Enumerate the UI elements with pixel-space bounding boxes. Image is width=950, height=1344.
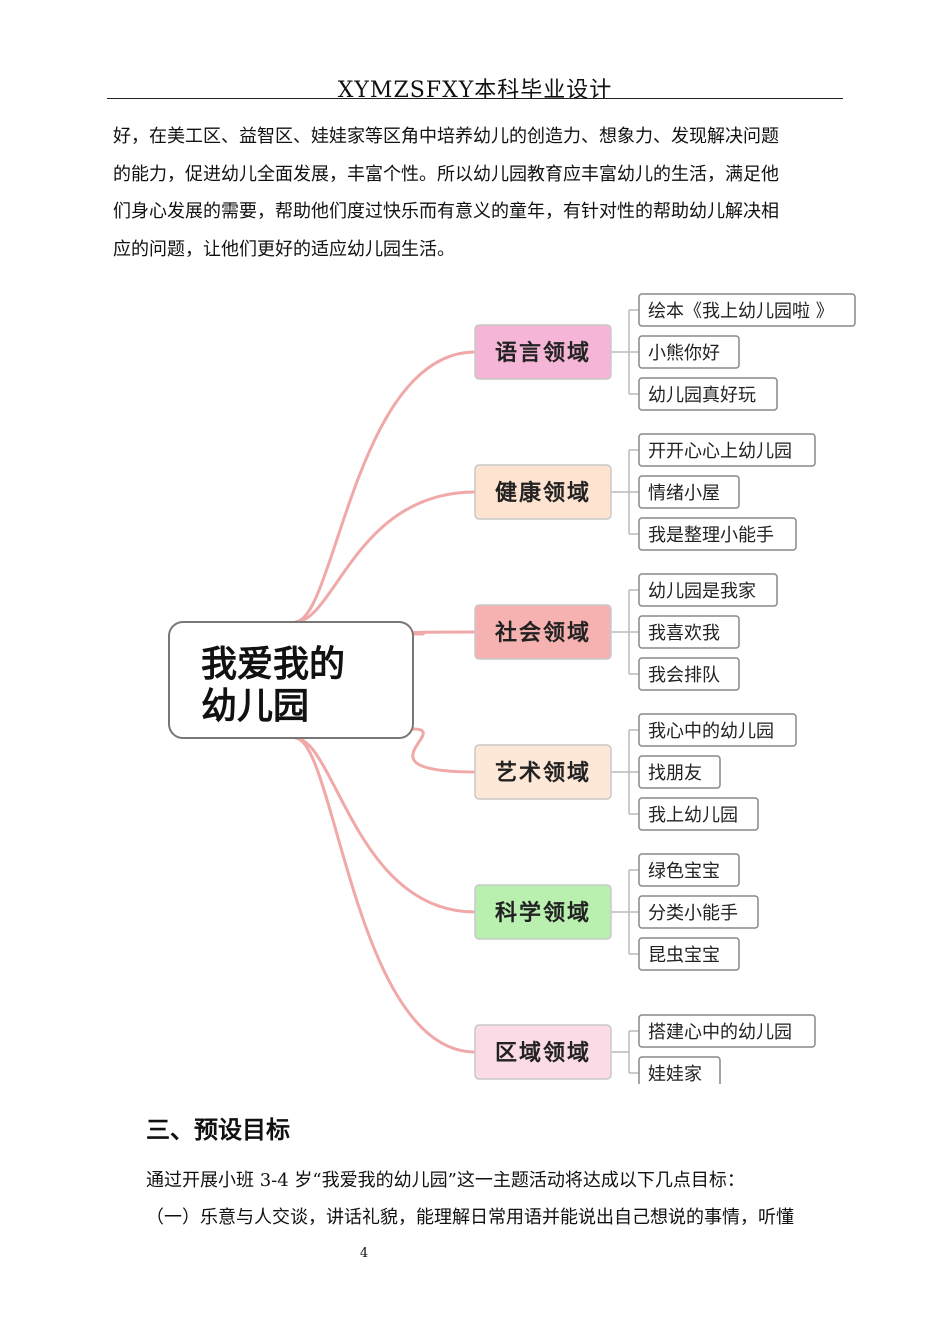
activity-node: 分类小能手 — [638, 895, 759, 929]
activity-node: 找朋友 — [638, 755, 721, 789]
activity-label: 昆虫宝宝 — [648, 945, 720, 966]
activity-label: 我是整理小能手 — [648, 525, 774, 546]
mind-map-links — [294, 309, 639, 1074]
activity-node: 我是整理小能手 — [638, 517, 797, 551]
activity-label: 绘本《我上幼儿园啦 》 — [648, 301, 834, 322]
root-node-label: 幼儿园 — [201, 686, 309, 727]
paragraph-3: （一）乐意与人交谈，讲话礼貌，能理解日常用语并能说出自己想说的事情，听懂 — [146, 1207, 794, 1228]
branch-link — [294, 490, 476, 624]
domain-node: 语言领域 — [474, 324, 612, 380]
paragraph-2: 通过开展小班 3-4 岁“我爱我的幼儿园”这一主题活动将达成以下几点目标： — [146, 1170, 745, 1191]
paragraph-1-line: 好，在美工区、益智区、娃娃家等区角中培养幼儿的创造力、想象力、发现解决问题 — [113, 126, 779, 147]
activity-label: 绿色宝宝 — [648, 861, 720, 882]
activity-node: 搭建心中的幼儿园 — [638, 1014, 816, 1048]
paragraph-1-line: 应的问题，让他们更好的适应幼儿园生活。 — [113, 238, 455, 260]
activity-node: 开开心心上幼儿园 — [638, 433, 816, 467]
branch-link — [294, 350, 476, 624]
activity-label: 开开心心上幼儿园 — [648, 441, 792, 462]
branch-link — [294, 736, 476, 914]
activity-node: 绿色宝宝 — [638, 853, 740, 887]
activity-node: 娃娃家 — [638, 1056, 721, 1084]
paragraph-1: 好，在美工区、益智区、娃娃家等区角中培养幼儿的创造力、想象力、发现解决问题 的能… — [113, 118, 843, 268]
domain-node: 科学领域 — [474, 884, 612, 940]
activity-label: 搭建心中的幼儿园 — [648, 1022, 792, 1043]
activity-label: 娃娃家 — [648, 1064, 702, 1084]
activity-node: 我会排队 — [638, 657, 740, 691]
activity-node: 我上幼儿园 — [638, 797, 759, 831]
section-heading: 三、预设目标 — [146, 1116, 290, 1144]
domain-label: 区域领域 — [495, 1040, 591, 1066]
domain-label: 科学领域 — [495, 900, 591, 926]
activity-node: 昆虫宝宝 — [638, 937, 740, 971]
activity-label: 情绪小屋 — [648, 483, 720, 504]
activity-label: 幼儿园是我家 — [648, 581, 756, 602]
page-number: 4 — [359, 1246, 369, 1261]
paragraph-1-line: 的能力，促进幼儿全面发展，丰富个性。所以幼儿园教育应丰富幼儿的生活，满足他 — [113, 163, 779, 185]
activity-node: 小熊你好 — [638, 335, 740, 369]
activity-node: 绘本《我上幼儿园啦 》 — [638, 293, 856, 327]
activity-node: 幼儿园是我家 — [638, 573, 778, 607]
root-node: 我爱我的幼儿园 — [168, 621, 414, 739]
activity-label: 我喜欢我 — [648, 623, 720, 644]
activity-node: 情绪小屋 — [638, 475, 740, 509]
domain-node: 艺术领域 — [474, 744, 612, 800]
activity-node: 我心中的幼儿园 — [638, 713, 797, 747]
activity-label: 分类小能手 — [648, 903, 738, 924]
activity-node: 我喜欢我 — [638, 615, 740, 649]
domain-label: 社会领域 — [495, 620, 591, 646]
domain-label: 健康领域 — [495, 480, 591, 506]
paragraph-1-line: 们身心发展的需要，帮助他们度过快乐而有意义的童年，有针对性的帮助幼儿解决相 — [113, 201, 779, 222]
domain-label: 艺术领域 — [495, 760, 591, 786]
domain-label: 语言领域 — [495, 340, 591, 366]
activity-label: 找朋友 — [648, 763, 702, 784]
activity-label: 小熊你好 — [648, 343, 720, 364]
domain-node: 健康领域 — [474, 464, 612, 520]
domain-node: 区域领域 — [474, 1024, 612, 1080]
branch-link — [294, 736, 476, 1054]
branch-link — [411, 630, 476, 636]
activity-node: 幼儿园真好玩 — [638, 377, 778, 411]
page-header: XYMZSFXY本科毕业设计 — [337, 78, 613, 103]
root-node-label: 我爱我的 — [201, 644, 345, 685]
branch-link — [411, 727, 476, 774]
activity-label: 我会排队 — [648, 665, 720, 686]
domain-node: 社会领域 — [474, 604, 612, 660]
activity-label: 我心中的幼儿园 — [648, 721, 774, 742]
activity-label: 我上幼儿园 — [648, 805, 738, 826]
header-rule — [107, 98, 843, 99]
activity-label: 幼儿园真好玩 — [648, 385, 756, 406]
